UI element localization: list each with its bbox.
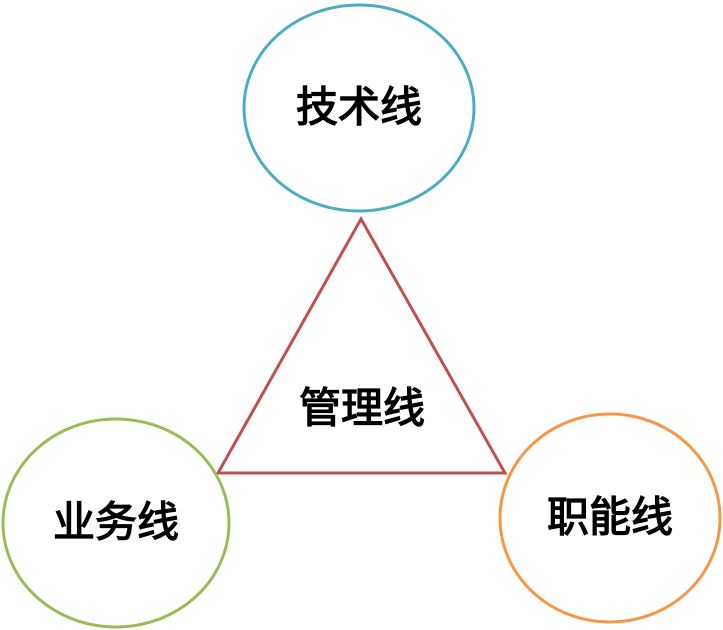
management-line-node: 管理线 [215,215,508,475]
technical-line-circle [242,3,476,213]
functional-line-label: 职能线 [547,493,673,542]
functional-line-circle [498,412,722,624]
business-line-label: 业务线 [53,498,179,547]
business-line-circle [1,417,231,629]
technical-line-node: 技术线 [242,3,476,213]
functional-line-node: 职能线 [498,412,722,624]
management-line-triangle [215,215,508,475]
management-line-label: 管理线 [299,384,425,433]
business-line-node: 业务线 [1,417,231,629]
technical-line-label: 技术线 [296,83,422,132]
